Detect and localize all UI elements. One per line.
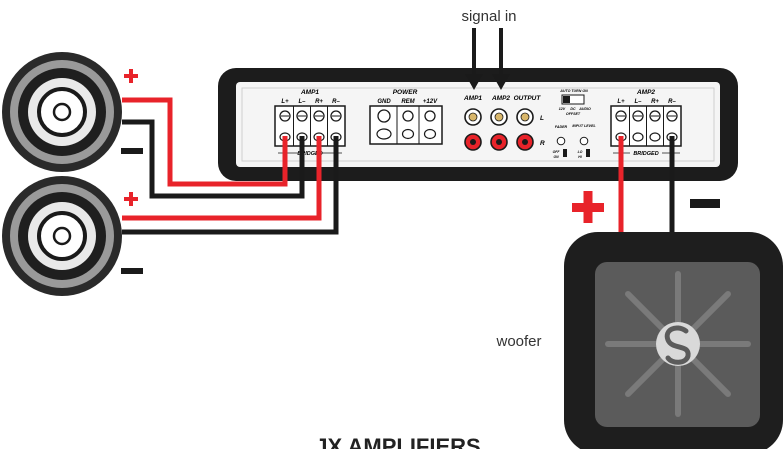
- speaker-dustcap: [52, 226, 72, 246]
- woofer: [564, 232, 783, 449]
- terminal-screw: [424, 110, 436, 122]
- power-terminal-block: POWER GND REM +12V: [369, 89, 443, 145]
- rca-row-label-r: R: [540, 140, 545, 147]
- offset-label: OFFSET: [566, 112, 581, 116]
- speaker-top-minus-icon: [121, 148, 143, 154]
- speaker-top-plus-icon: [124, 69, 138, 83]
- signal-in-label: signal in: [461, 8, 516, 25]
- speaker-bottom-plus-icon: [124, 192, 138, 206]
- turn-on-switch[interactable]: [561, 94, 585, 105]
- wire-l-minus: [122, 119, 305, 199]
- terminal-screw: [377, 109, 391, 123]
- switch-label: DC: [570, 107, 576, 111]
- woofer-plus-icon: [572, 191, 604, 223]
- wire-r-plus: [122, 136, 322, 221]
- speaker-dustcap: [52, 102, 72, 122]
- fader-off-label: OFF: [553, 150, 561, 154]
- amp2-title: AMP2: [636, 89, 655, 96]
- power-title: POWER: [393, 89, 418, 96]
- woofer-minus-icon: [690, 199, 720, 208]
- bottom-heading: JX AMPLIFIERS: [315, 434, 480, 449]
- input-level-label: INPUT LEVEL: [572, 124, 595, 128]
- fader-on-label: ON: [553, 155, 559, 159]
- level-hi-label: HI: [578, 155, 581, 159]
- wire-l-plus: [122, 97, 288, 187]
- amp2-terminal-label: R+: [651, 99, 659, 105]
- amp-panel: [236, 82, 720, 167]
- wire-r-minus: [122, 136, 339, 235]
- amp-panel-inner: [241, 87, 715, 162]
- terminal-screw: [402, 110, 414, 122]
- amp2-terminal-label: L–: [634, 99, 642, 105]
- amp1-terminal-label: L–: [298, 99, 306, 105]
- amp1-terminal-label: L+: [281, 99, 289, 105]
- amp2-bridged-label: BRIDGED: [633, 151, 658, 157]
- amp1-title: AMP1: [300, 89, 319, 96]
- level-lo-label: LO: [578, 150, 583, 154]
- control-block: AUTO TURN ON 12V DC AUDIO OFFSET FADER I…: [553, 89, 596, 159]
- fader-knob[interactable]: [556, 136, 566, 146]
- switch-label: 12V: [559, 107, 566, 111]
- rca-row-label-l: L: [540, 115, 544, 122]
- rca-header-amp2: AMP2: [491, 95, 510, 102]
- amplifier: [218, 68, 738, 181]
- woofer-label: woofer: [495, 333, 541, 350]
- amp2-terminal-label: R–: [668, 99, 676, 105]
- input-level-knob[interactable]: [579, 136, 589, 146]
- fader-label: FADER: [555, 125, 568, 129]
- signal-in-arrows: [465, 28, 510, 90]
- rca-header-output: OUTPUT: [514, 95, 542, 102]
- amp1-terminal-label: R+: [315, 99, 323, 105]
- power-terminal-label: REM: [401, 99, 415, 105]
- amp1-terminal-label: R–: [332, 99, 340, 105]
- speaker-wires: [122, 97, 675, 235]
- speaker-bottom-minus-icon: [121, 268, 143, 274]
- auto-turn-on-label: AUTO TURN ON: [559, 89, 588, 93]
- power-terminal-label: +12V: [423, 99, 438, 105]
- power-terminal-label: GND: [377, 99, 391, 105]
- speaker-bottom: [2, 176, 122, 296]
- speaker-top: [2, 52, 122, 172]
- rca-block: AMP1 AMP2 OUTPUT L R: [463, 95, 545, 151]
- switch-label: AUDIO: [578, 107, 591, 111]
- rca-header-amp1: AMP1: [463, 95, 482, 102]
- amp1-bridged-label: BRIDGED: [297, 151, 322, 157]
- amp2-terminal-label: L+: [617, 99, 625, 105]
